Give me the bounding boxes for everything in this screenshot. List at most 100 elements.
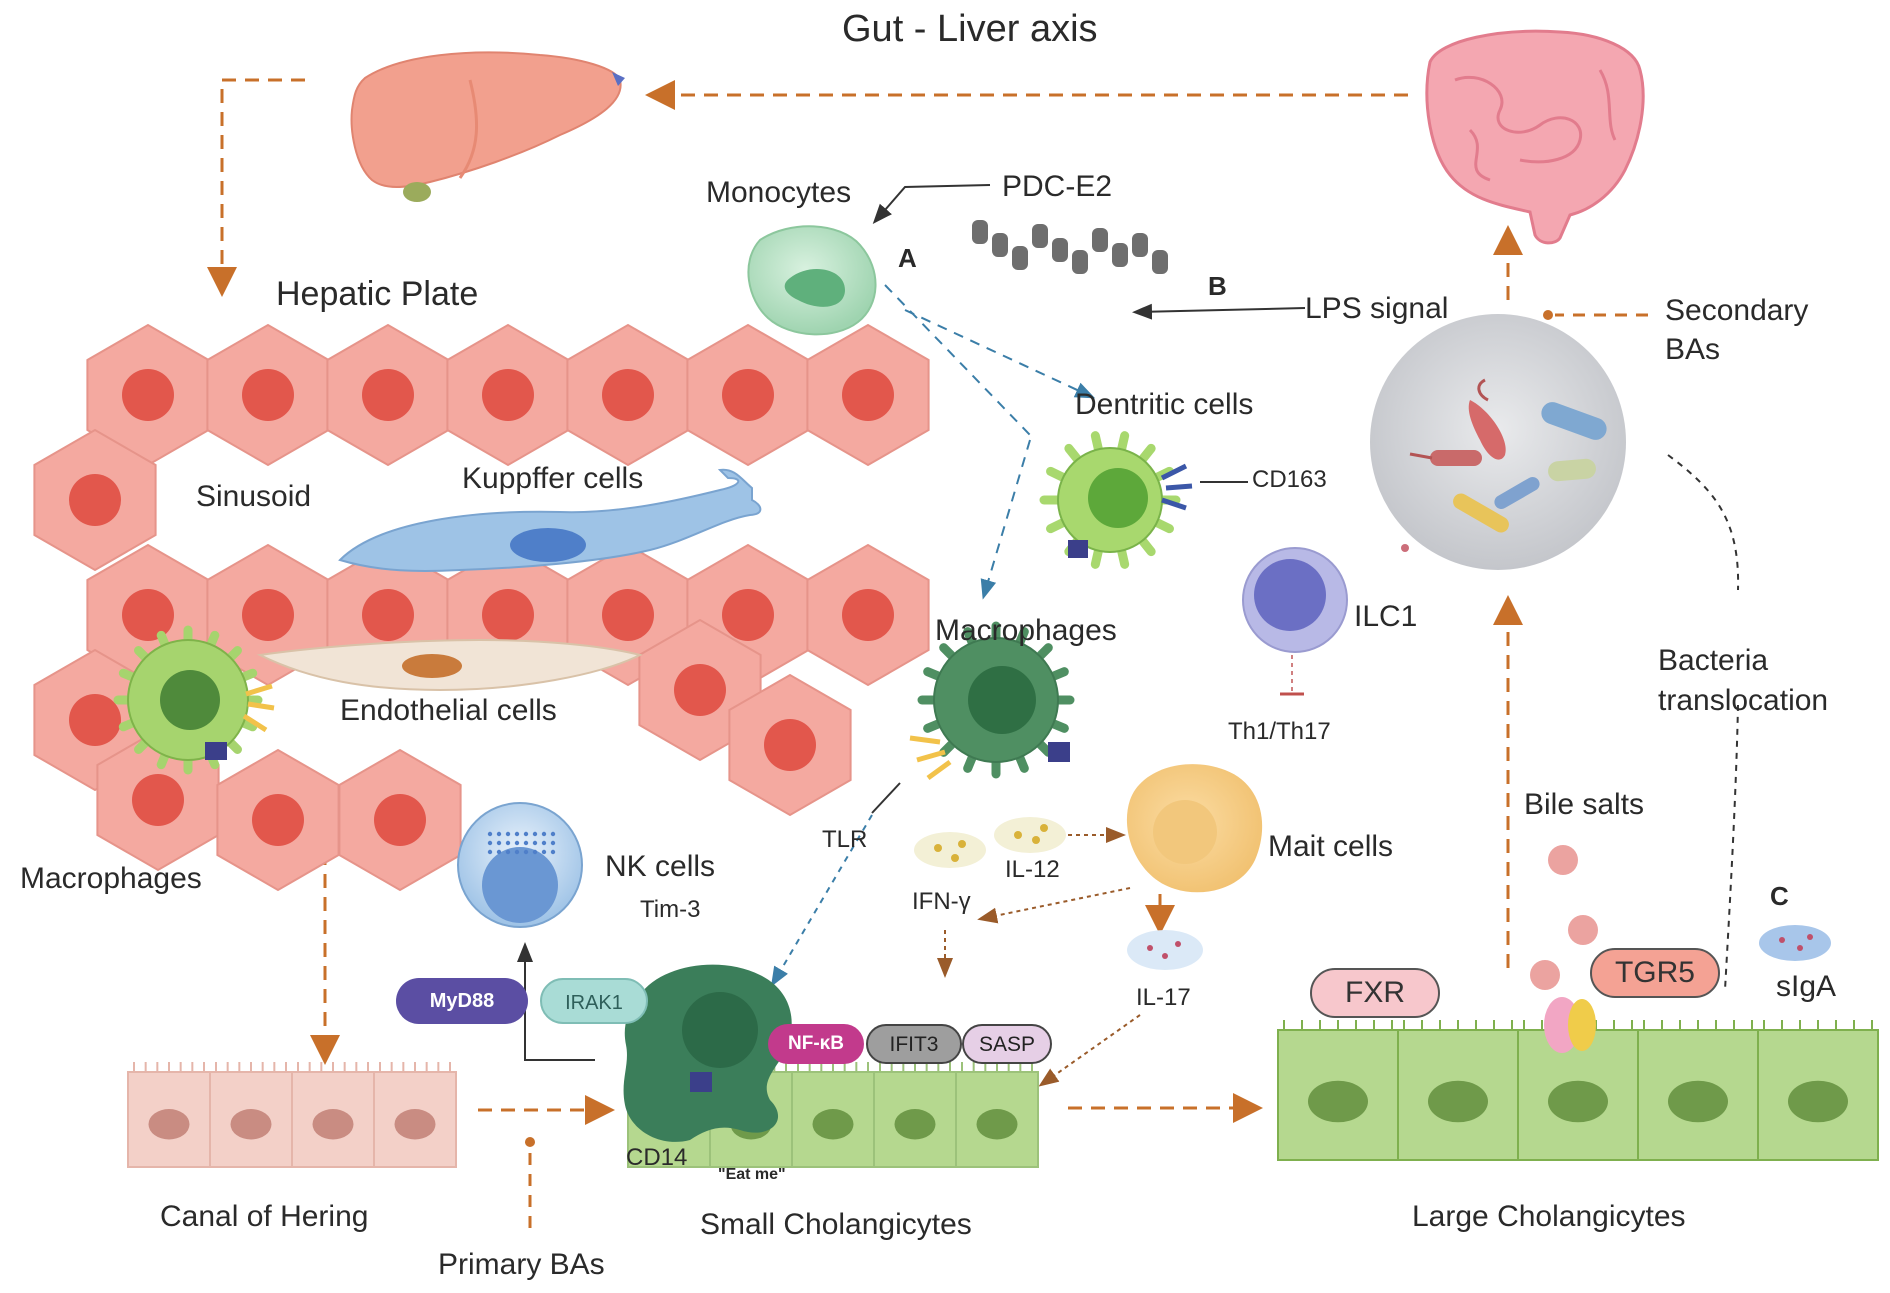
label-canal-of-hering: Canal of Hering xyxy=(160,1200,369,1233)
label-ilc1: ILC1 xyxy=(1354,600,1418,633)
endothelial-cell-icon xyxy=(256,638,643,692)
label-bacteria-line1: Bacteria xyxy=(1658,644,1769,677)
label-secondary-line1: Secondary xyxy=(1665,294,1809,327)
large-cholangiocyte-cells xyxy=(1277,1020,1879,1161)
label-large-cholangicytes: Large Cholangicytes xyxy=(1412,1200,1686,1233)
hepatocyte xyxy=(33,428,157,572)
bacteria-circle-icon xyxy=(1370,314,1626,570)
peptide-fragment xyxy=(972,220,988,244)
label-primary-bas: Primary BAs xyxy=(438,1248,605,1281)
canal-of-hering-cells xyxy=(127,1062,457,1168)
liver-macrophage-icon xyxy=(113,625,275,775)
ilc1-icon xyxy=(1242,547,1348,653)
hepatic-plate-cells xyxy=(33,323,930,892)
label-macrophages-liver: Macrophages xyxy=(20,862,202,895)
label-small-cholangicytes: Small Cholangicytes xyxy=(700,1208,972,1241)
large-cholangiocyte xyxy=(1757,1020,1879,1161)
hepatocyte xyxy=(446,323,570,467)
label-hepatic-plate: Hepatic Plate xyxy=(276,275,479,313)
label-cd163: CD163 xyxy=(1252,466,1327,493)
monocyte-icon xyxy=(747,225,877,336)
dendritic-cell-icon xyxy=(1039,431,1193,569)
label-mait-cells: Mait cells xyxy=(1268,830,1394,863)
label-macrophages-center: Macrophages xyxy=(935,614,1117,647)
label-bile-salts: Bile salts xyxy=(1524,788,1645,821)
small-cholangiocyte xyxy=(873,1062,957,1168)
hepatocyte xyxy=(806,323,930,467)
label-kupffer-cells: Kuppffer cells xyxy=(462,462,644,495)
canal-cell xyxy=(291,1062,375,1168)
label-dendritic-cells: Dentritic cells xyxy=(1075,388,1254,421)
macrophage-icon xyxy=(909,621,1075,781)
peptide-fragment xyxy=(1032,224,1048,248)
bile-salts-icon xyxy=(1530,845,1598,990)
small-cholangiocyte xyxy=(955,1062,1039,1168)
peptide-fragment xyxy=(1092,228,1108,252)
label-ifn: IFN-γ xyxy=(912,888,971,915)
panel-letter-c: C xyxy=(1770,881,1789,911)
label-siga: sIgA xyxy=(1776,970,1837,1003)
mait-cell-icon xyxy=(1126,764,1263,893)
panel-letter-a: A xyxy=(898,243,917,273)
small-cholangiocyte xyxy=(791,1062,875,1168)
pill-sasp: SASP xyxy=(962,1024,1052,1064)
label-pdc-e2: PDC-E2 xyxy=(1002,170,1113,203)
hepatocyte xyxy=(806,543,930,687)
il12-oval-icon xyxy=(994,817,1066,853)
pill-myd88: MyD88 xyxy=(396,978,528,1024)
label-cd14: CD14 xyxy=(626,1144,688,1171)
pill-fxr: FXR xyxy=(1310,968,1440,1018)
peptide-fragment xyxy=(1152,250,1168,274)
hepatocyte xyxy=(686,323,810,467)
nk-cell-icon xyxy=(457,802,583,928)
large-cholangiocyte xyxy=(1397,1020,1519,1161)
hepatocyte xyxy=(326,323,450,467)
kupffer-cell-icon xyxy=(338,468,762,572)
label-endothelial-cells: Endothelial cells xyxy=(340,694,557,727)
label-monocytes: Monocytes xyxy=(706,176,852,209)
peptide-fragment xyxy=(1072,250,1088,274)
hepatocyte xyxy=(566,323,690,467)
peptide-fragment xyxy=(1112,243,1128,267)
hepatocyte xyxy=(216,748,340,892)
pill-nfkb: NF-κB xyxy=(768,1024,864,1064)
engulfing-macrophage-icon xyxy=(623,964,792,1142)
large-cholangiocyte xyxy=(1637,1020,1759,1161)
panel-letter-b: B xyxy=(1208,271,1227,301)
peptide-fragment xyxy=(1132,233,1148,257)
label-nk-cells: NK cells xyxy=(605,850,716,883)
label-il17: IL-17 xyxy=(1136,984,1191,1011)
canal-cell xyxy=(127,1062,211,1168)
liver-icon xyxy=(350,51,625,202)
label-tim3: Tim-3 xyxy=(640,896,701,923)
label-sinusoid: Sinusoid xyxy=(196,480,312,513)
hepatocyte xyxy=(728,673,852,817)
label-il12: IL-12 xyxy=(1005,856,1060,883)
peptide-fragment xyxy=(1012,246,1028,270)
il17-oval-icon xyxy=(1127,930,1203,970)
hepatocyte xyxy=(338,748,462,892)
label-bacteria-line2: translocation xyxy=(1658,684,1829,717)
peptide-fragment xyxy=(1052,238,1068,262)
ifn-oval-icon xyxy=(914,832,986,868)
label-tlr: TLR xyxy=(822,826,868,853)
diagram-title: Gut - Liver axis xyxy=(842,8,1098,50)
label-th1-th17: Th1/Th17 xyxy=(1228,718,1331,745)
peptide-fragment xyxy=(992,233,1008,257)
canal-cell xyxy=(373,1062,457,1168)
canal-cell xyxy=(209,1062,293,1168)
label-eat-me: "Eat me" xyxy=(718,1166,786,1183)
pill-irak1: IRAK1 xyxy=(540,978,648,1024)
pill-ifit3: IFIT3 xyxy=(866,1024,962,1064)
large-cholangiocyte xyxy=(1277,1020,1399,1161)
tgr5-receptor-icon xyxy=(1544,997,1596,1053)
intestine-icon xyxy=(1425,29,1645,245)
pill-tgr5: TGR5 xyxy=(1590,948,1720,998)
label-secondary-line2: BAs xyxy=(1665,333,1721,366)
label-lps-signal: LPS signal xyxy=(1305,292,1449,325)
peptide-icon xyxy=(972,220,1168,274)
siga-oval-icon xyxy=(1759,925,1831,961)
large-cholangiocyte xyxy=(1517,1020,1639,1161)
hepatocyte xyxy=(206,323,330,467)
